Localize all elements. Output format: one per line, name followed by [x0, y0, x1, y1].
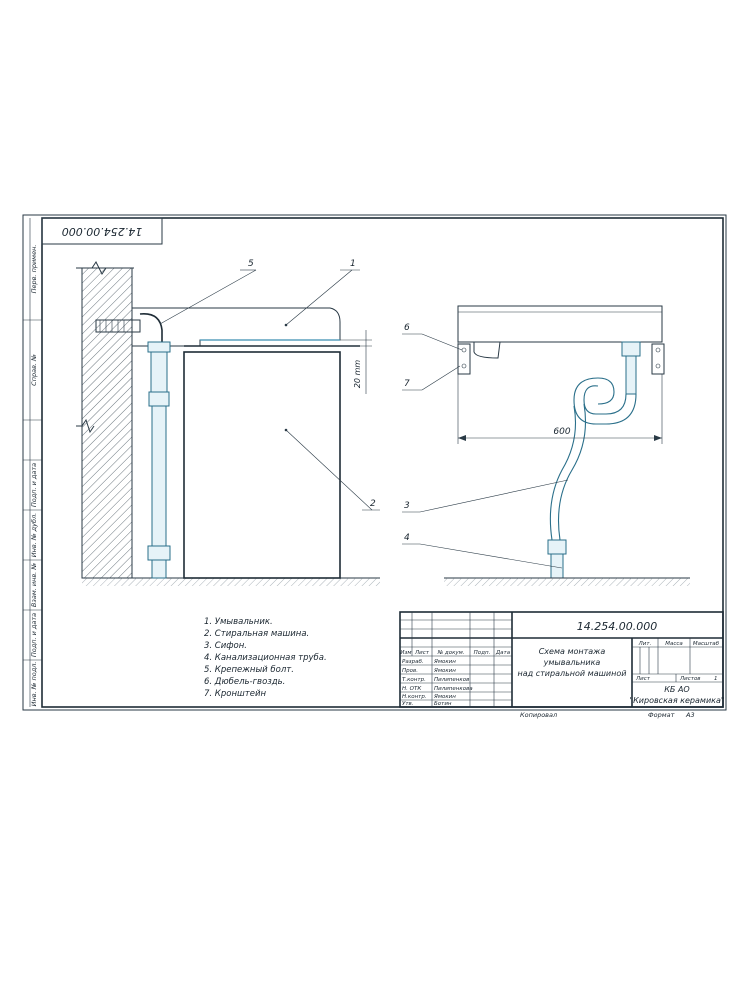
wall-break-mid [76, 418, 95, 434]
floor-hatch [82, 578, 380, 586]
tb-role: Утв. [402, 701, 414, 707]
right-view: 600 6 7 3 4 [402, 305, 690, 586]
bracket-left [457, 343, 471, 375]
title-block: 14.254.00.000 Изм Лист № докум. Подп. Да… [399, 611, 725, 708]
inner-frame [41, 217, 724, 708]
side-strip-label: Инв. № дубл. [30, 513, 38, 557]
side-strip-label: Взам. инв. № [30, 563, 38, 607]
floor-hatch-right [444, 578, 690, 586]
siphon-trap [597, 377, 615, 405]
drawing-title-line: Схема монтажа [539, 647, 606, 656]
format-label: Формат [648, 711, 675, 719]
tb-lit-header: Масса [665, 641, 683, 647]
callout-4: 4 [404, 533, 410, 543]
tb-col-header: Изм [400, 650, 411, 656]
rotated-designation-box: 14.254.00.000 [41, 217, 163, 245]
legend-item: 3. Сифон. [204, 641, 247, 651]
sheets-label: Листов [679, 676, 701, 682]
sink-overflow [473, 341, 501, 359]
legend-item: 5. Крепежный болт. [204, 665, 294, 675]
drain-siphon [147, 341, 171, 353]
callout-2: 2 [370, 499, 376, 509]
legend-item: 4. Канализационная труба. [204, 653, 327, 663]
legend-item: 1. Умывальник. [204, 617, 273, 627]
tb-name: Ямокин [433, 694, 456, 700]
tb-col-header: Лист [414, 650, 430, 656]
callout-7: 7 [404, 379, 410, 389]
tb-name: Ямокин [433, 668, 456, 674]
callout-5: 5 [248, 259, 254, 269]
drain-pipe-lower [151, 405, 167, 547]
drawing-title-line: над стиральной машиной [518, 669, 627, 678]
legend-item: 7. Кронштейн [204, 689, 266, 699]
copied-label: Копировал [520, 711, 557, 719]
washing-machine [183, 351, 341, 579]
tb-role: Н. ОТК [402, 686, 422, 692]
tb-name: Ямокин [433, 659, 456, 665]
tb-name: Пилипенкова [434, 686, 473, 692]
dimension-gap: 20 mm [353, 360, 362, 389]
side-strip-label: Подп. и дата [30, 613, 38, 657]
drain-outlet [621, 341, 641, 357]
tb-col-header: Дата [495, 650, 511, 656]
wall [81, 267, 133, 579]
bracket [139, 313, 163, 346]
organization-line: "Кировская керамика" [629, 696, 724, 705]
tb-name: Пилипенков [434, 677, 469, 683]
drain-pipe-upper [150, 351, 168, 393]
rotated-designation: 14.254.00.000 [62, 225, 142, 238]
left-view: 20 mm 5 1 2 [76, 259, 380, 586]
side-strip-label: Перв. примен. [30, 245, 38, 294]
sink-front [457, 305, 663, 343]
drain-pipe-socket [147, 545, 171, 561]
drawing-title-line: умывальника [543, 658, 601, 667]
sheet-label: Лист [635, 676, 651, 682]
sheets-value: 1 [714, 676, 718, 682]
outer-frame [22, 214, 727, 711]
side-strip: Перв. примен. Справ. № Подп. и дата Инв.… [23, 218, 42, 707]
tb-role: Н.контр. [402, 694, 427, 700]
tb-name: Ботин [434, 701, 452, 707]
tb-lit-header: Масштаб [693, 641, 720, 647]
tb-col-header: Подп. [474, 650, 491, 656]
legend-item: 6. Дюбель-гвоздь. [204, 677, 285, 687]
tb-lit-header: Лит. [638, 641, 652, 647]
dimension-width: 600 [553, 427, 570, 437]
callout-6: 6 [404, 323, 410, 333]
flexible-hose [557, 403, 587, 541]
legend: 1. Умывальник. 2. Стиральная машина. 3. … [204, 617, 327, 699]
sink-body [131, 307, 341, 347]
legend-item: 2. Стиральная машина. [204, 629, 309, 639]
side-strip-label: Инв. № подл. [30, 662, 38, 707]
siphon-bend [583, 385, 627, 415]
drawing-designation: 14.254.00.000 [577, 620, 657, 633]
wall-break-top [76, 261, 134, 275]
bracket-right [651, 343, 665, 375]
tb-role: Т.контр. [402, 677, 426, 683]
tb-role: Пров. [402, 668, 418, 674]
callout-3: 3 [404, 501, 410, 511]
side-strip-label: Подп. и дата [30, 463, 38, 507]
organization-line: КБ АО [664, 685, 689, 694]
format-value: A3 [685, 711, 695, 719]
drain-socket [547, 539, 567, 555]
tb-col-header: № докум. [436, 650, 464, 656]
tb-role: Разраб. [402, 659, 424, 665]
drain-pipe-joint [148, 391, 170, 407]
callout-1: 1 [350, 259, 356, 269]
side-strip-label: Справ. № [30, 354, 38, 386]
